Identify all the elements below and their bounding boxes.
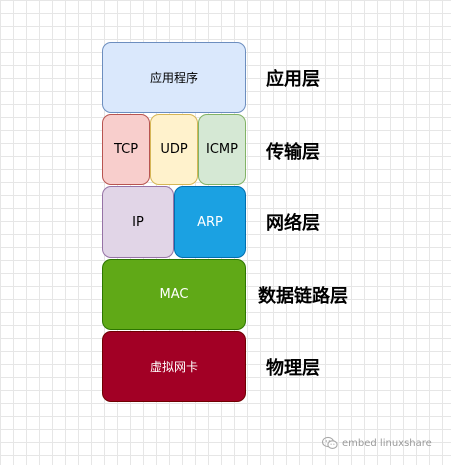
app-box-label: 应用程序 — [149, 71, 198, 85]
wechat-icon — [322, 436, 338, 449]
icmp-box-label: ICMP — [206, 142, 238, 157]
ip-box-label: IP — [132, 214, 144, 230]
layer-label-application: 应用层 — [266, 69, 320, 90]
ip-box: IP — [102, 186, 174, 258]
mac-box-label: MAC — [159, 287, 189, 302]
tcp-box: TCP — [102, 114, 150, 185]
layer-label-network: 网络层 — [266, 213, 320, 234]
layer-label-datalink: 数据链路层 — [258, 286, 348, 307]
watermark: embed linuxshare — [322, 436, 432, 450]
nic-box-label: 虚拟网卡 — [149, 360, 198, 374]
arp-box: ARP — [174, 186, 246, 258]
layer-label-transport: 传输层 — [266, 142, 320, 163]
tcp-box-label: TCP — [113, 142, 139, 157]
icmp-box: ICMP — [198, 114, 246, 185]
udp-box: UDP — [150, 114, 198, 185]
arp-box-label: ARP — [197, 214, 223, 230]
app-box: 应用程序 — [102, 42, 246, 113]
layer-label-physical: 物理层 — [266, 358, 320, 379]
mac-box: MAC — [102, 259, 246, 330]
udp-box-label: UDP — [160, 142, 188, 157]
nic-box: 虚拟网卡 — [102, 331, 246, 402]
watermark-text: embed linuxshare — [342, 437, 432, 449]
